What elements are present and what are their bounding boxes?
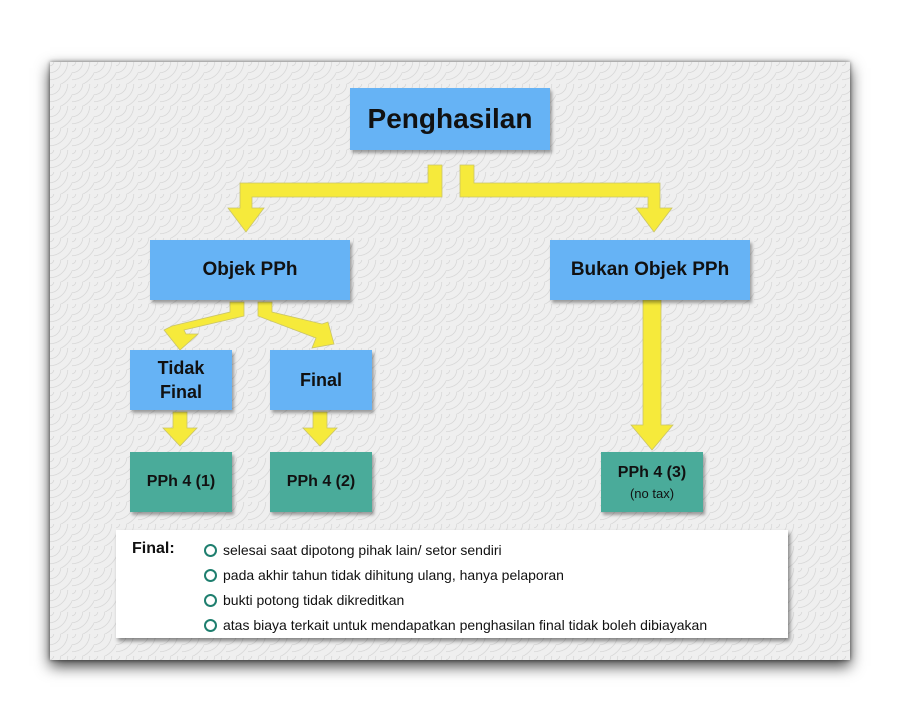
final-note-text: selesai saat dipotong pihak lain/ setor … [223,542,502,558]
tidak-final-box: Tidak Final [130,350,232,410]
final-label: Final [299,369,342,390]
penghasilan-box: Penghasilan [350,88,550,150]
tidak-final-label: Tidak Final [157,358,205,402]
objek-pph-box: Objek PPh [150,240,350,300]
final-note-text: bukti potong tidak dikreditkan [223,592,405,608]
pph-4-1-box: PPh 4 (1) [130,452,232,512]
pph-4-2-box: PPh 4 (2) [270,452,372,512]
circle-bullet-icon [204,543,217,557]
arrow-objek-to-final [257,301,335,349]
final-note-item: bukti potong tidak dikreditkan [204,592,404,608]
final-note-item: atas biaya terkait untuk mendapatkan pen… [204,617,707,633]
final-note-text: pada akhir tahun tidak dihitung ulang, h… [223,567,564,583]
final-note-text: atas biaya terkait untuk mendapatkan pen… [223,617,708,633]
circle-bullet-icon [204,618,217,632]
final-note-item: pada akhir tahun tidak dihitung ulang, h… [204,567,564,583]
arrow-bukan-objek-to-pph43 [630,299,674,451]
penghasilan-label: Penghasilan [367,103,533,134]
arrow-objek-to-tidak-final [163,301,245,351]
arrow-root-to-bukan-objek [459,164,673,233]
final-note-item: selesai saat dipotong pihak lain/ setor … [204,542,502,558]
pph-4-2-label: PPh 4 (2) [286,473,356,490]
pph-4-3-label: PPh 4 (3) [617,463,687,481]
pph-4-3-sublabel: (no tax) [629,485,675,501]
final-box: Final [270,350,372,410]
arrow-root-to-objek [227,164,443,233]
pph-4-1-label: PPh 4 (1) [146,473,216,490]
arrow-final-to-pph42 [302,411,338,447]
final-notes-title: Final: [132,540,175,557]
bukan-objek-pph-box: Bukan Objek PPh [550,240,750,300]
circle-bullet-icon [204,568,217,582]
pph-4-3-box: PPh 4 (3) (no tax) [601,452,703,512]
circle-bullet-icon [204,593,217,607]
final-notes-panel: Final: selesai saat dipotong pihak lain/… [116,530,788,638]
arrow-tidak-final-to-pph41 [162,411,198,447]
bukan-objek-pph-label: Bukan Objek PPh [570,259,730,280]
objek-pph-label: Objek PPh [202,259,298,280]
